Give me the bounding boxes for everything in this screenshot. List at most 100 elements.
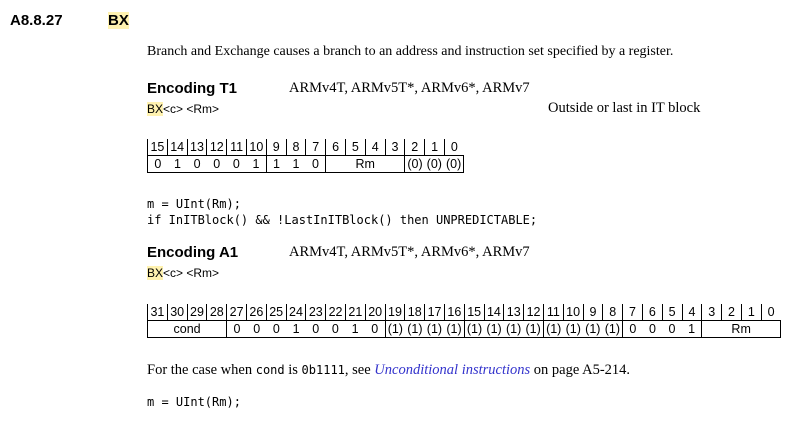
field-bit: 0: [213, 156, 221, 171]
bit-number: 15: [147, 139, 168, 156]
encoding-a1-mnemonic: BX: [147, 266, 164, 280]
bit-number: 30: [166, 304, 188, 321]
field-bit: 0: [232, 156, 240, 171]
bit-number: 20: [364, 304, 386, 321]
bit-number: 13: [186, 139, 207, 156]
bit-number: 12: [523, 304, 544, 321]
bit-number: 29: [186, 304, 207, 321]
bit-number: 4: [364, 139, 386, 156]
field-bit: 0: [331, 321, 339, 336]
field-bit: (1): [505, 321, 522, 336]
section-number: A8.8.27: [10, 12, 63, 29]
field-bit: 0: [233, 321, 241, 336]
bit-number: 27: [226, 304, 247, 321]
encoding-t1-code: m = UInt(Rm); if InITBlock() && !LastInI…: [147, 196, 537, 228]
field-bit: 1: [252, 156, 260, 171]
section-title: BX: [108, 12, 129, 29]
bit-number: 5: [661, 304, 683, 321]
field-bit: (1): [585, 321, 601, 336]
bit-number: 2: [721, 304, 742, 321]
field-bit: 1: [173, 156, 181, 171]
bit-number: 15: [463, 304, 485, 321]
field-bit: (0): [407, 156, 423, 171]
field-bit: 1: [688, 321, 696, 336]
field-bit: 0: [668, 321, 676, 336]
field-bit: (1): [446, 321, 462, 336]
bit-number: 2: [404, 139, 425, 156]
encoding-t1-it-note: Outside or last in IT block: [548, 100, 701, 116]
field-bit: (1): [426, 321, 443, 336]
field-bit: (1): [387, 321, 403, 336]
bit-number: 13: [503, 304, 524, 321]
bit-number: 12: [206, 139, 227, 156]
field-bit: (0): [445, 156, 462, 171]
bit-number: 7: [305, 139, 326, 156]
field-bit: cond: [173, 321, 201, 336]
note-text: For the case when: [147, 362, 256, 378]
encoding-field: (0)(0)(0): [404, 155, 465, 173]
encoding-field: (1)(1)(1)(1): [463, 320, 544, 338]
field-bit: (1): [407, 321, 423, 336]
bit-number: 14: [166, 139, 188, 156]
bit-number: 8: [285, 139, 306, 156]
note-text: on page A5-214.: [530, 362, 631, 378]
field-bit: (1): [486, 321, 502, 336]
encoding-t1-operands: <c> <Rm>: [163, 102, 220, 116]
bit-number: 21: [344, 304, 366, 321]
bit-number: 0: [760, 304, 781, 321]
bit-number: 14: [483, 304, 504, 321]
encoding-a1-arch: ARMv4T, ARMv5T*, ARMv6*, ARMv7: [289, 244, 530, 260]
field-bit: 1: [292, 321, 300, 336]
bit-number: 3: [384, 139, 405, 156]
encoding-field: cond: [146, 320, 228, 338]
bit-number: 16: [443, 304, 465, 321]
bit-number: 11: [226, 139, 247, 156]
section-description: Branch and Exchange causes a branch to a…: [147, 44, 674, 59]
bit-number: 31: [147, 304, 168, 321]
encoding-a1-syntax: BX<c> <Rm>: [147, 266, 219, 280]
field-bit: 0: [253, 321, 261, 336]
encoding-a1-label: Encoding A1: [147, 244, 239, 261]
encoding-a1-code: m = UInt(Rm);: [147, 394, 241, 410]
bit-number: 28: [206, 304, 227, 321]
bit-number: 22: [325, 304, 346, 321]
encoding-field: Rm: [325, 155, 406, 173]
field-bit: (0): [426, 156, 442, 171]
note-text: , see: [344, 362, 375, 378]
field-bit: (1): [546, 321, 562, 336]
bit-number: 0: [443, 139, 464, 156]
field-bit: 1: [351, 321, 359, 336]
field-bit: Rm: [355, 156, 375, 171]
field-bit: 0: [371, 321, 379, 336]
field-bit: 1: [273, 156, 280, 171]
bit-number: 1: [740, 304, 762, 321]
code-line: m = UInt(Rm);: [147, 395, 241, 409]
bit-number: 11: [542, 304, 564, 321]
unconditional-instructions-link[interactable]: Unconditional instructions: [374, 362, 531, 378]
code-line: m = UInt(Rm);: [147, 197, 241, 211]
field-bit: (1): [604, 321, 620, 336]
bit-number: 25: [265, 304, 287, 321]
bit-number: 6: [641, 304, 663, 321]
bit-number: 6: [325, 139, 346, 156]
bit-number: 8: [602, 304, 623, 321]
encoding-field: (1)(1)(1)(1): [542, 320, 624, 338]
bit-number: 24: [285, 304, 306, 321]
encoding-t1-label: Encoding T1: [147, 80, 237, 97]
field-bit: 0: [193, 156, 201, 171]
bit-number: 1: [424, 139, 445, 156]
bit-number: 23: [305, 304, 326, 321]
encoding-a1-operands: <c> <Rm>: [163, 266, 220, 280]
note-cond: cond: [255, 363, 285, 377]
encoding-a1-note: For the case when cond is 0b1111, see Un…: [147, 362, 630, 379]
bit-number: 26: [245, 304, 267, 321]
field-bit: 1: [292, 156, 300, 171]
bit-number: 5: [344, 139, 366, 156]
bit-number: 18: [404, 304, 425, 321]
note-value: 0b1111: [301, 363, 345, 377]
